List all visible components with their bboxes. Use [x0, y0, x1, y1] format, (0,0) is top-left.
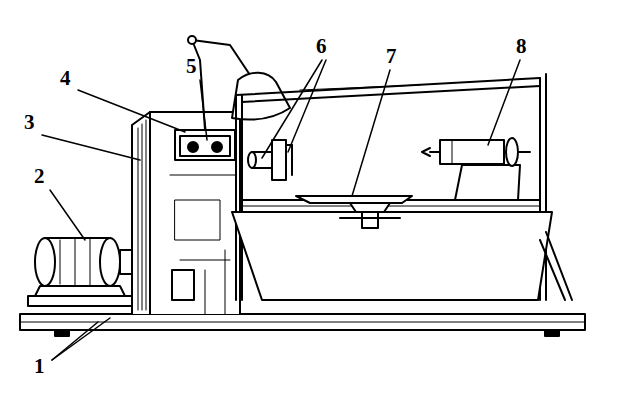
callout-number: 1 [34, 356, 45, 377]
callout-number: 4 [60, 68, 71, 89]
callout-number: 5 [186, 56, 197, 77]
callout-number: 3 [24, 112, 35, 133]
callout-number: 8 [516, 36, 527, 57]
callout-number: 6 [316, 36, 327, 57]
callout-number: 2 [34, 166, 45, 187]
callout-number: 7 [386, 46, 397, 67]
